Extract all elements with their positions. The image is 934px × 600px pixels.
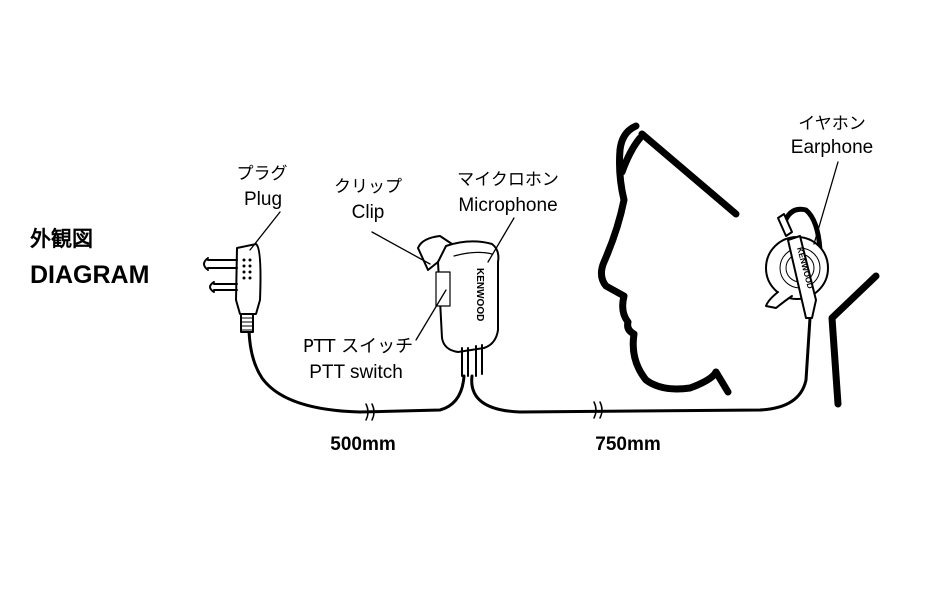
earphone-cable xyxy=(470,316,812,414)
ptt-label: PTT switch xyxy=(309,362,403,383)
cable-break-left xyxy=(365,403,375,421)
title-japanese: 外観図 xyxy=(30,227,93,251)
ptt-label-jp: PTT スイッチ xyxy=(302,336,414,357)
plug-icon xyxy=(203,243,262,333)
plug-cable xyxy=(247,328,466,414)
title-english: DIAGRAM xyxy=(30,261,150,289)
leader-lines xyxy=(249,161,839,341)
microphone-label: Microphone xyxy=(458,195,558,216)
earphone-label: Earphone xyxy=(790,137,874,158)
earphone-icon: KENWOOD xyxy=(765,206,829,319)
mic-brand-text: KENWOOD xyxy=(474,268,485,321)
microphone-label-jp: マイクロホン xyxy=(457,170,559,190)
earphone-label-jp: イヤホン xyxy=(798,114,866,134)
cable-break-right xyxy=(593,401,603,419)
clip-label-jp: クリップ xyxy=(334,177,402,197)
clip-label: Clip xyxy=(351,202,385,223)
head-profile xyxy=(597,122,732,396)
earphone-cable-length: 750mm xyxy=(595,434,661,455)
glasses-arm xyxy=(618,130,740,218)
plug-label-jp: プラグ xyxy=(236,164,288,184)
neck xyxy=(828,272,880,408)
plug-cable-length: 500mm xyxy=(330,434,396,455)
microphone-icon: KENWOOD xyxy=(417,235,500,377)
plug-label: Plug xyxy=(243,189,283,210)
